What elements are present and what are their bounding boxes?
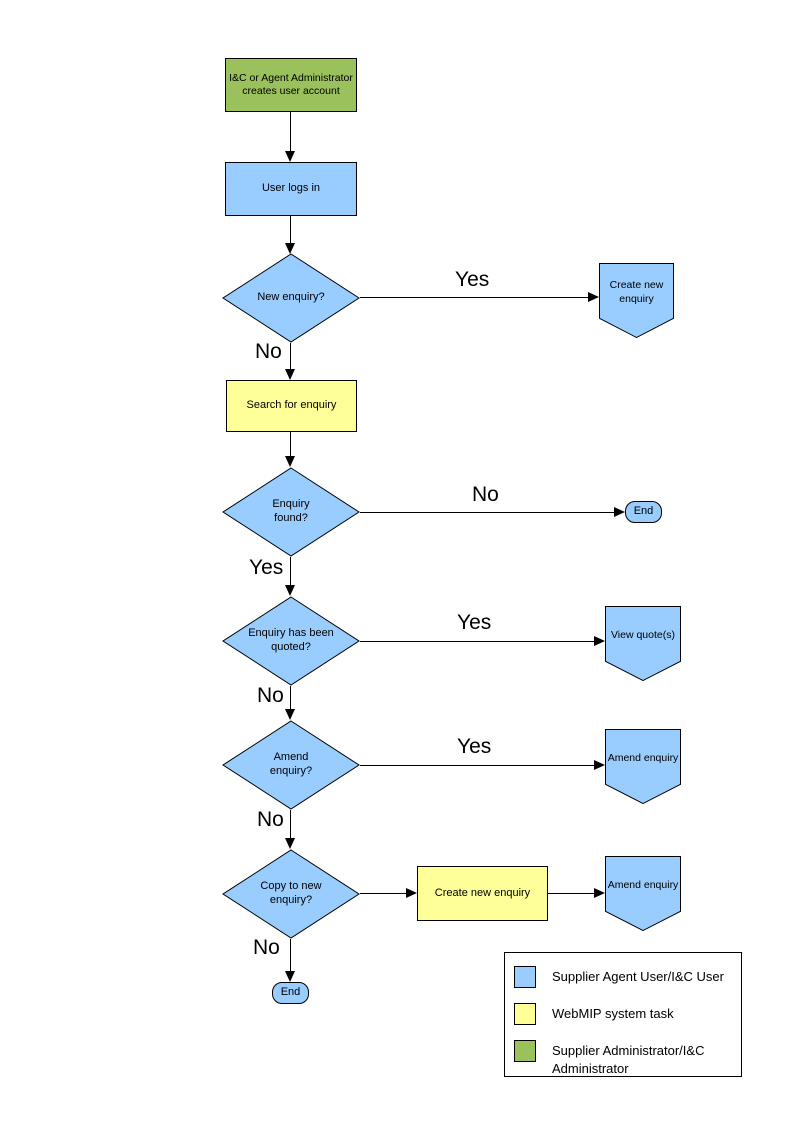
node-label: Amend enquiry xyxy=(607,751,679,764)
diamond-shape xyxy=(222,720,360,810)
node-end-terminator-1: End xyxy=(625,501,662,523)
edge-create-to-amend-line xyxy=(548,893,594,894)
legend-box: Supplier Agent User/I&C User WebMIP syst… xyxy=(504,952,742,1077)
offpage-connector-shape xyxy=(605,606,681,681)
edge-quoted-no-line xyxy=(290,686,291,709)
arrowhead-down-icon xyxy=(285,709,295,720)
node-copy-to-new-decision: Copy to new enquiry? xyxy=(222,849,360,939)
offpage-connector-shape xyxy=(605,856,681,931)
node-create-new-enquiry-task: Create new enquiry xyxy=(417,866,548,921)
edge-label-no: No xyxy=(472,483,499,506)
node-search-for-enquiry: Search for enquiry xyxy=(226,380,357,432)
node-label: Search for enquiry xyxy=(246,399,337,412)
node-label: User logs in xyxy=(261,182,321,195)
diamond-shape xyxy=(222,467,360,557)
edge-newenquiry-yes-line xyxy=(360,297,588,298)
node-admin-creates-account: I&C or Agent Administrator creates user … xyxy=(225,58,357,112)
legend-swatch-green xyxy=(514,1040,536,1062)
legend-item-user: Supplier Agent User/I&C User xyxy=(514,966,748,988)
diamond-shape xyxy=(222,253,360,343)
edge-label-yes: Yes xyxy=(455,268,490,291)
legend-label: WebMIP system task xyxy=(552,1006,674,1021)
edge-label-yes: Yes xyxy=(457,611,492,634)
edge-label-yes: Yes xyxy=(457,735,492,758)
node-amend-enquiry-decision: Amend enquiry? xyxy=(222,720,360,810)
legend-item-admin: Supplier Administrator/I&C Administrator xyxy=(514,1040,748,1078)
arrowhead-down-icon xyxy=(285,243,295,254)
node-amend-enquiry-offpage-1: Amend enquiry xyxy=(605,729,681,804)
offpage-connector-shape xyxy=(605,729,681,804)
diamond-shape xyxy=(222,849,360,939)
node-label: New enquiry? xyxy=(257,291,325,304)
diamond-shape xyxy=(222,596,360,686)
legend-swatch-yellow xyxy=(514,1003,536,1025)
arrowhead-down-icon xyxy=(285,369,295,380)
node-label: Create new enquiry xyxy=(434,886,531,899)
edge-newenquiry-no-line xyxy=(290,343,291,370)
node-label: Copy to new enquiry? xyxy=(260,880,322,906)
edge-label-no: No xyxy=(257,684,284,707)
legend-swatch-blue xyxy=(514,966,536,988)
arrowhead-down-icon xyxy=(285,456,295,467)
node-view-quotes-offpage: View quote(s) xyxy=(605,606,681,681)
node-end-terminator-2: End xyxy=(272,982,309,1004)
edge-label-no: No xyxy=(255,340,282,363)
arrowhead-down-icon xyxy=(285,151,295,162)
arrowhead-down-icon xyxy=(285,971,295,982)
edge-account-to-login-line xyxy=(290,112,291,151)
arrowhead-right-icon xyxy=(594,888,605,898)
legend-label: Supplier Agent User/I&C User xyxy=(552,969,724,984)
node-enquiry-found-decision: Enquiry found? xyxy=(222,467,360,557)
node-label: I&C or Agent Administrator creates user … xyxy=(229,71,353,97)
edge-copy-to-create-line xyxy=(360,893,406,894)
arrowhead-right-icon xyxy=(594,636,605,646)
node-label: Amend enquiry? xyxy=(269,751,313,777)
arrowhead-right-icon xyxy=(406,888,417,898)
edge-copy-no-line xyxy=(290,939,291,971)
node-label: End xyxy=(280,986,301,999)
legend-label: Supplier Administrator/I&C Administrator xyxy=(552,1043,705,1076)
node-label: Enquiry found? xyxy=(272,498,310,524)
edge-label-yes: Yes xyxy=(249,556,284,579)
legend-item-system: WebMIP system task xyxy=(514,1003,748,1025)
arrowhead-right-icon xyxy=(614,507,625,517)
edge-found-no-line xyxy=(360,512,614,513)
node-label: Amend enquiry xyxy=(607,878,679,891)
node-label: View quote(s) xyxy=(610,628,675,641)
node-amend-enquiry-offpage-2: Amend enquiry xyxy=(605,856,681,931)
arrowhead-right-icon xyxy=(594,760,605,770)
node-user-logs-in: User logs in xyxy=(225,162,357,216)
node-enquiry-quoted-decision: Enquiry has been quoted? xyxy=(222,596,360,686)
node-create-new-enquiry-offpage: Create new enquiry xyxy=(599,263,674,338)
arrowhead-right-icon xyxy=(588,292,599,302)
edge-amend-no-line xyxy=(290,810,291,838)
edge-label-no: No xyxy=(257,808,284,831)
edge-found-yes-line xyxy=(290,557,291,585)
edge-login-to-newenquiry-line xyxy=(290,216,291,243)
arrowhead-down-icon xyxy=(285,585,295,596)
node-label: Create new enquiry xyxy=(609,279,664,305)
offpage-connector-shape xyxy=(599,263,674,338)
edge-search-to-found-line xyxy=(290,432,291,456)
arrowhead-down-icon xyxy=(285,838,295,849)
edge-label-no: No xyxy=(253,936,280,959)
edge-amend-yes-line xyxy=(360,765,594,766)
node-label: End xyxy=(633,505,654,518)
node-label: Enquiry has been quoted? xyxy=(248,627,334,653)
edge-quoted-yes-line xyxy=(360,641,594,642)
node-new-enquiry-decision: New enquiry? xyxy=(222,253,360,343)
